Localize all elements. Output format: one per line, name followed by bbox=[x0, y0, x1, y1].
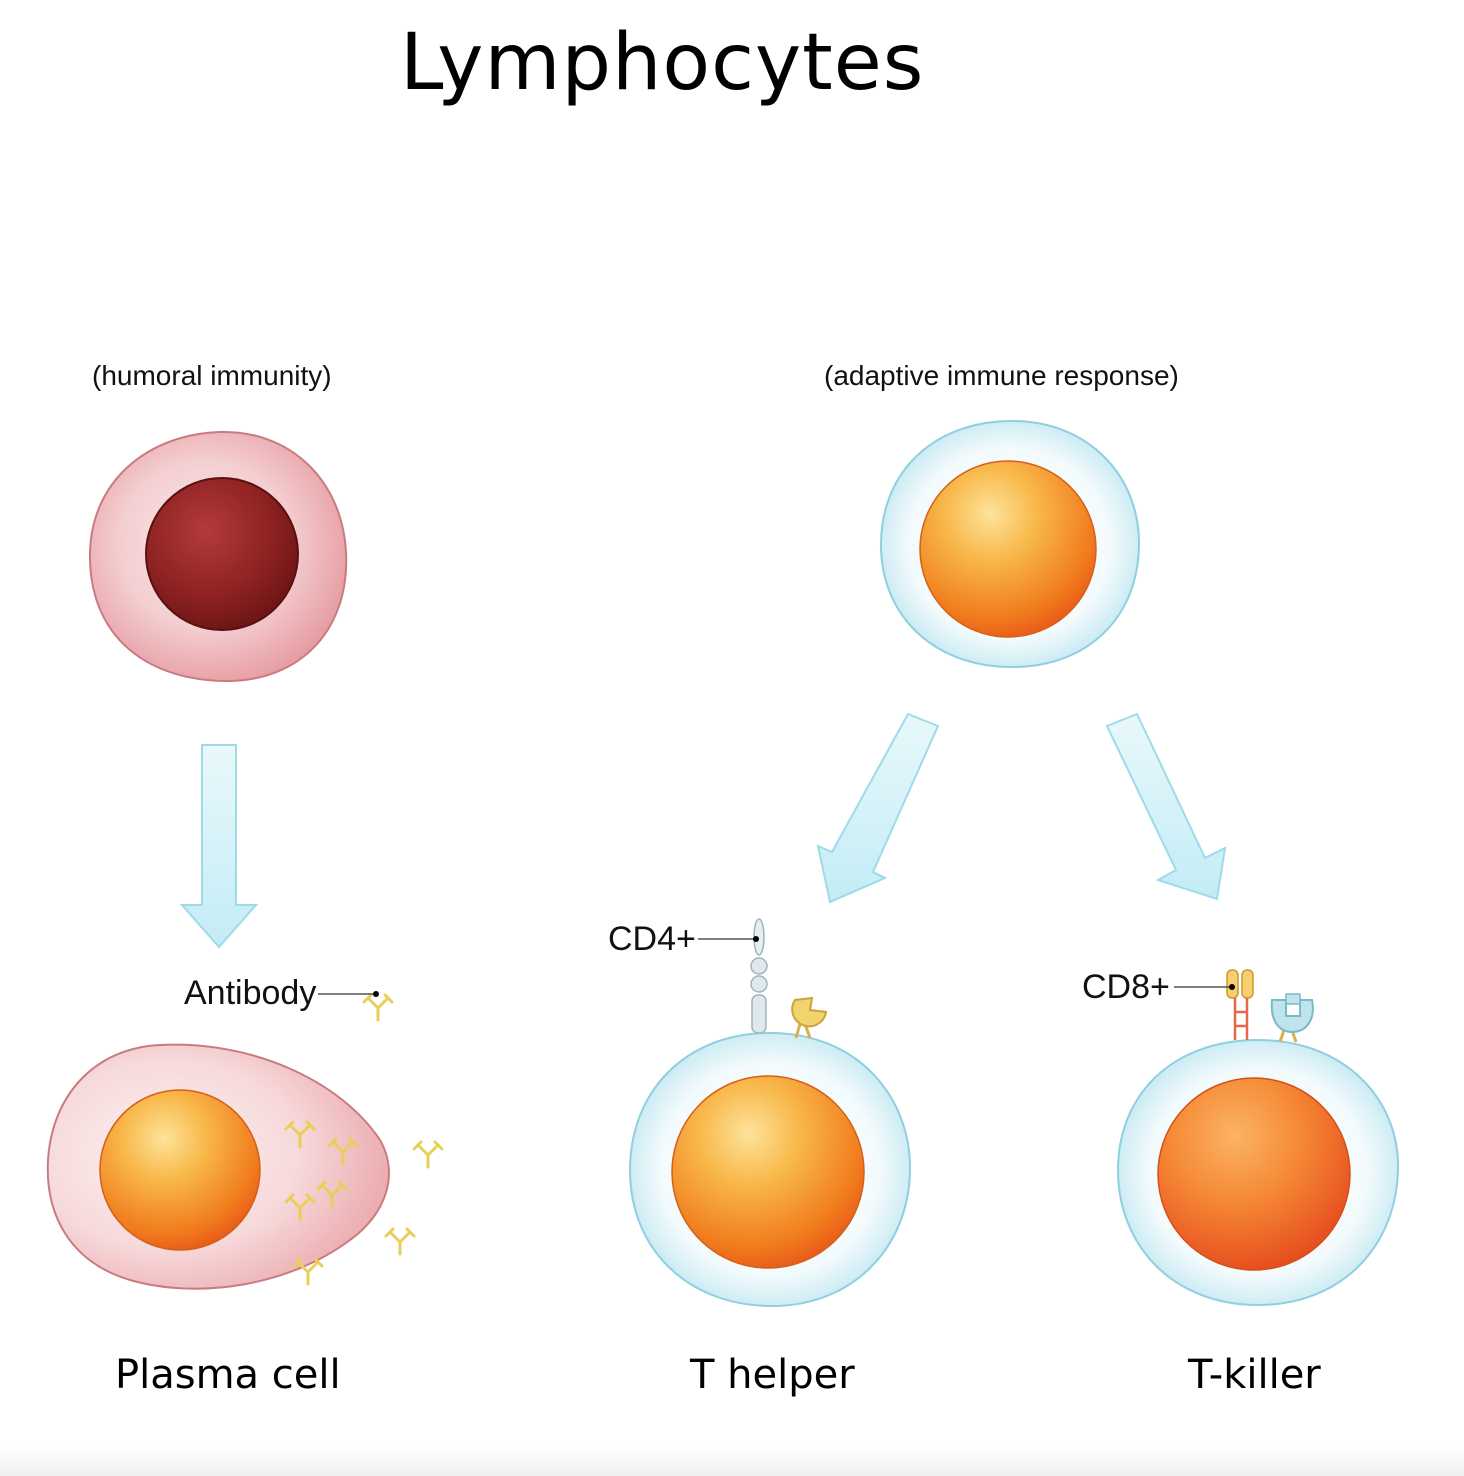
b-lymphocyte bbox=[88, 430, 348, 683]
adaptive-immune-response-caption: (adaptive immune response) bbox=[824, 360, 1179, 391]
t-helper-cell bbox=[628, 918, 912, 1308]
antibody-icon bbox=[384, 1227, 416, 1256]
bottom-bar bbox=[0, 1445, 1464, 1476]
b-lymphocyte-nucleus bbox=[145, 477, 299, 631]
t-killer-cell bbox=[1116, 969, 1400, 1307]
cd4-receptor-icon bbox=[750, 918, 768, 1034]
antibody-label: Antibody bbox=[184, 974, 317, 1012]
arrow-to-t-helper bbox=[816, 712, 940, 904]
antibody-icon bbox=[362, 993, 394, 1022]
cd8-label: CD8+ bbox=[1082, 968, 1170, 1006]
cd8-receptor-icon bbox=[1226, 969, 1254, 1040]
t-lymphocyte-nucleus bbox=[919, 460, 1097, 638]
t-helper-nucleus bbox=[671, 1075, 865, 1269]
t-lymphocyte bbox=[879, 419, 1141, 669]
arrow-down-plasma bbox=[179, 744, 259, 949]
plasma-cell-label: Plasma cell bbox=[115, 1352, 341, 1398]
plasma-cell bbox=[46, 993, 444, 1290]
plasma-cell-nucleus bbox=[99, 1089, 261, 1251]
t-killer-nucleus bbox=[1157, 1077, 1351, 1271]
page-title: Lymphocytes bbox=[400, 18, 925, 108]
antibody-icon bbox=[412, 1140, 444, 1169]
humoral-immunity-caption: (humoral immunity) bbox=[92, 360, 332, 391]
t-cell-receptor-icon bbox=[1270, 993, 1314, 1043]
arrow-to-t-killer bbox=[1105, 712, 1227, 901]
t-cell-receptor-icon bbox=[791, 996, 828, 1039]
cd4-label: CD4+ bbox=[608, 920, 696, 958]
t-helper-label: T helper bbox=[690, 1352, 855, 1398]
t-killer-label: T-killer bbox=[1188, 1352, 1321, 1398]
